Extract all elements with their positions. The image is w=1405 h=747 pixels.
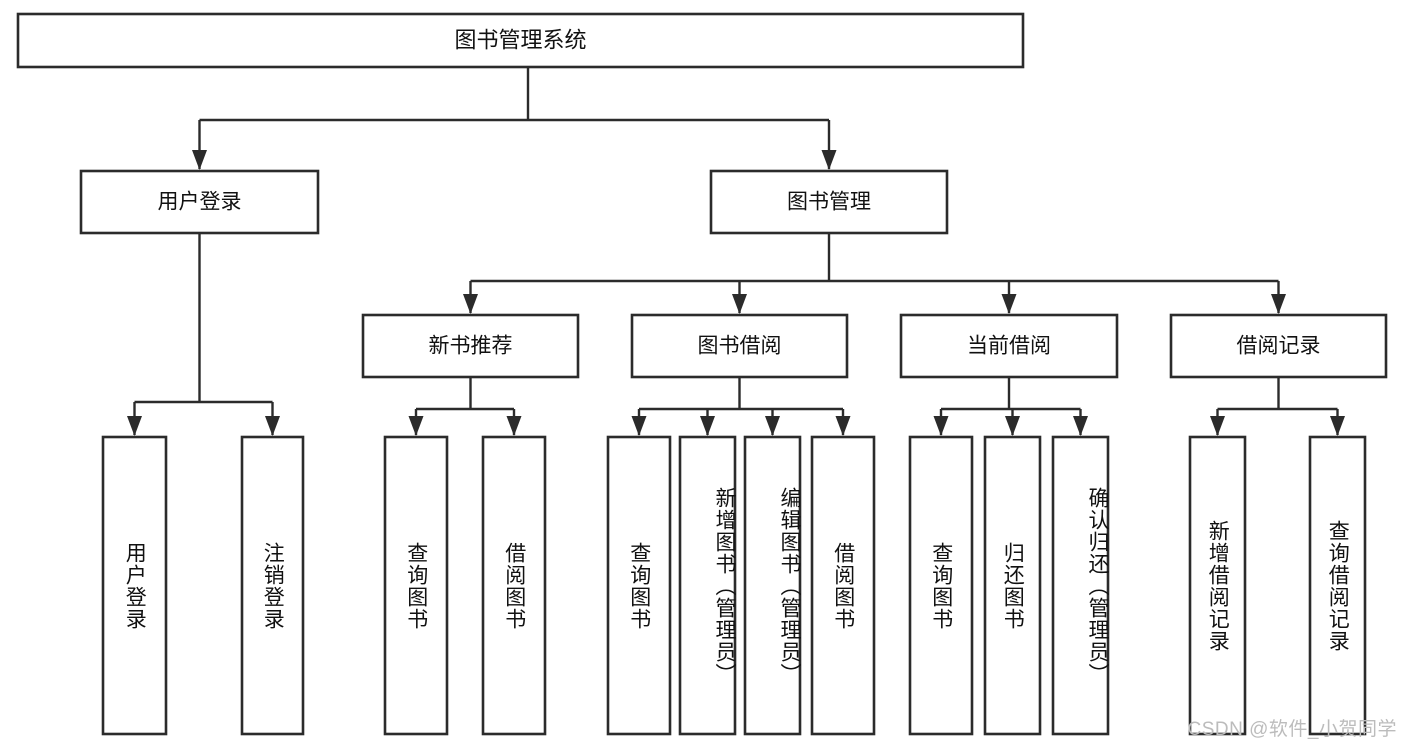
node-user-login[interactable]: 用户登录 [79, 169, 320, 235]
node-box [908, 435, 974, 736]
node-box [743, 435, 802, 736]
node-borrow-record[interactable]: 借阅记录 [1169, 313, 1388, 379]
node-book-manage[interactable]: 图书管理 [709, 169, 949, 235]
node-book-borrow[interactable]: 图书借阅 [630, 313, 849, 379]
node-box [899, 313, 1119, 379]
node-box [383, 435, 449, 736]
node-label: 图书借阅 [698, 335, 782, 358]
node-box [79, 169, 320, 235]
leaf-add-record[interactable] [1188, 435, 1247, 736]
node-current-borrow[interactable]: 当前借阅 [899, 313, 1119, 379]
leaf-query-record[interactable] [1308, 435, 1367, 736]
leaf-query-book-b[interactable] [606, 435, 672, 736]
leaf-query-book-c[interactable] [908, 435, 974, 736]
leaf-user-login[interactable] [101, 435, 168, 736]
node-box [630, 313, 849, 379]
leaf-query-book-a[interactable] [383, 435, 449, 736]
node-box [1051, 435, 1110, 736]
node-box [678, 435, 737, 736]
node-label: 用户登录 [158, 191, 242, 214]
edges-layer [127, 67, 1345, 436]
node-box [1188, 435, 1247, 736]
node-box [481, 435, 547, 736]
leaf-logout[interactable] [240, 435, 305, 736]
node-box [1308, 435, 1367, 736]
node-box [810, 435, 876, 736]
node-new-book-rec[interactable]: 新书推荐 [361, 313, 580, 379]
node-box [101, 435, 168, 736]
node-label: 当前借阅 [967, 335, 1051, 358]
node-box [240, 435, 305, 736]
leaf-borrow-book-a[interactable] [481, 435, 547, 736]
node-label: 图书管理 [787, 191, 871, 214]
node-label: 图书管理系统 [454, 27, 586, 52]
leaf-borrow-book-b[interactable] [810, 435, 876, 736]
node-label: 新书推荐 [429, 335, 513, 358]
leaf-return-book[interactable] [983, 435, 1042, 736]
node-box [16, 12, 1025, 69]
leaf-add-book[interactable] [678, 435, 737, 736]
node-box [709, 169, 949, 235]
node-box [606, 435, 672, 736]
node-root[interactable]: 图书管理系统 [16, 12, 1025, 69]
leaf-confirm-return[interactable] [1051, 435, 1110, 736]
node-box [1169, 313, 1388, 379]
node-box [983, 435, 1042, 736]
leaf-edit-book[interactable] [743, 435, 802, 736]
node-box [361, 313, 580, 379]
node-label: 借阅记录 [1237, 335, 1321, 358]
